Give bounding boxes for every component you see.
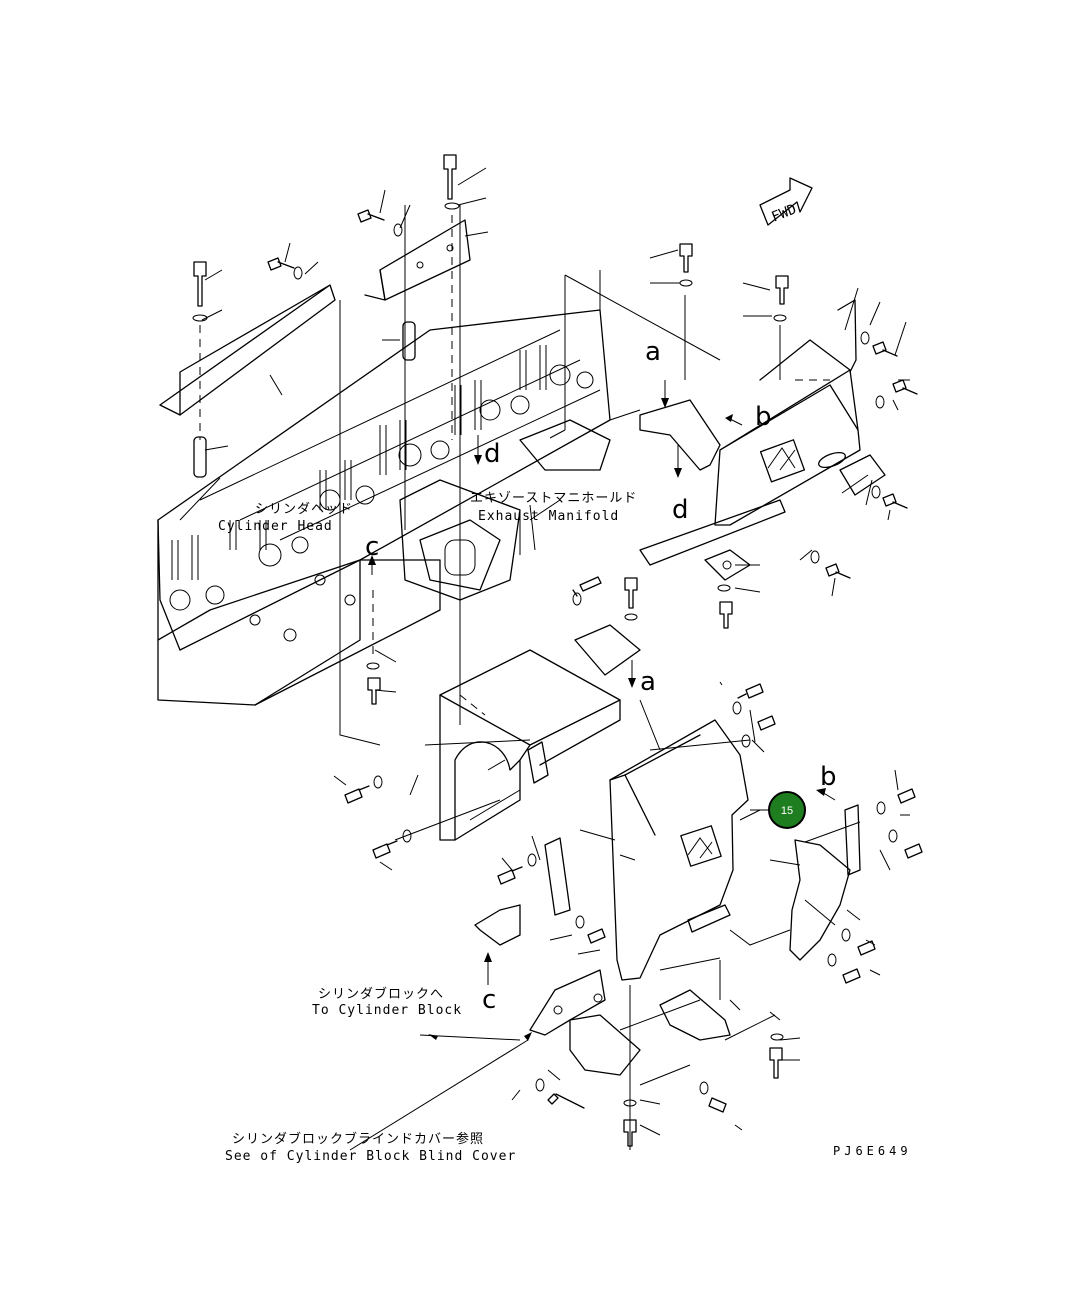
view-marker-c-upper: c	[365, 532, 379, 562]
view-arrows	[368, 380, 836, 1041]
to-cylinder-block-label-jp: シリンダブロックへ	[318, 986, 444, 1002]
view-marker-b-lower: b	[820, 762, 837, 792]
view-marker-d-upper: d	[484, 439, 501, 469]
view-marker-d-lower: d	[672, 495, 689, 525]
bolt-washer-set-lower	[333, 649, 923, 1147]
view-marker-b-upper: b	[755, 402, 772, 432]
right-deflector-plate	[789, 804, 861, 961]
fwd-label: FWD	[769, 201, 798, 225]
drawing-code: PJ6E649	[833, 1144, 912, 1158]
blind-cover-label-en: See of Cylinder Block Blind Cover	[225, 1149, 516, 1164]
to-cylinder-block-label-en: To Cylinder Block	[312, 1003, 462, 1018]
forward-direction-arrow: FWD	[759, 177, 813, 226]
upper-center-bracket	[364, 219, 471, 301]
bolt-washer-set-upper-left	[179, 154, 489, 521]
main-side-cover-plate	[609, 719, 749, 981]
part-callout-15[interactable]: 15	[750, 791, 806, 829]
view-marker-a-lower: a	[640, 667, 656, 697]
text-labels: シリンダヘッド Cylinder Head エキゾーストマニホールド Exhau…	[218, 491, 912, 1164]
upper-right-cover-assembly	[639, 299, 886, 581]
blind-cover-label-jp: シリンダブロックブラインドカバー参照	[232, 1131, 484, 1147]
bolt-washer-set-upper-right	[572, 243, 918, 629]
center-support-frame	[439, 624, 641, 841]
exhaust-manifold-label-en: Exhaust Manifold	[478, 509, 619, 524]
callout-number: 15	[781, 805, 793, 817]
cylinder-head-assembly	[157, 309, 611, 706]
exhaust-manifold-label-jp: エキゾーストマニホールド	[470, 491, 637, 506]
cylinder-head-label-en: Cylinder Head	[218, 519, 333, 534]
view-marker-letters: a a b b c c d d	[365, 337, 837, 1015]
cylinder-head-label-jp: シリンダヘッド	[255, 502, 353, 517]
lower-brackets	[474, 837, 731, 1076]
callout-badge[interactable]	[768, 791, 806, 829]
upper-left-heat-shield-plate	[159, 284, 336, 416]
leader-lines	[199, 205, 861, 1151]
view-marker-c-lower: c	[482, 985, 496, 1015]
view-marker-a-upper: a	[645, 337, 661, 367]
